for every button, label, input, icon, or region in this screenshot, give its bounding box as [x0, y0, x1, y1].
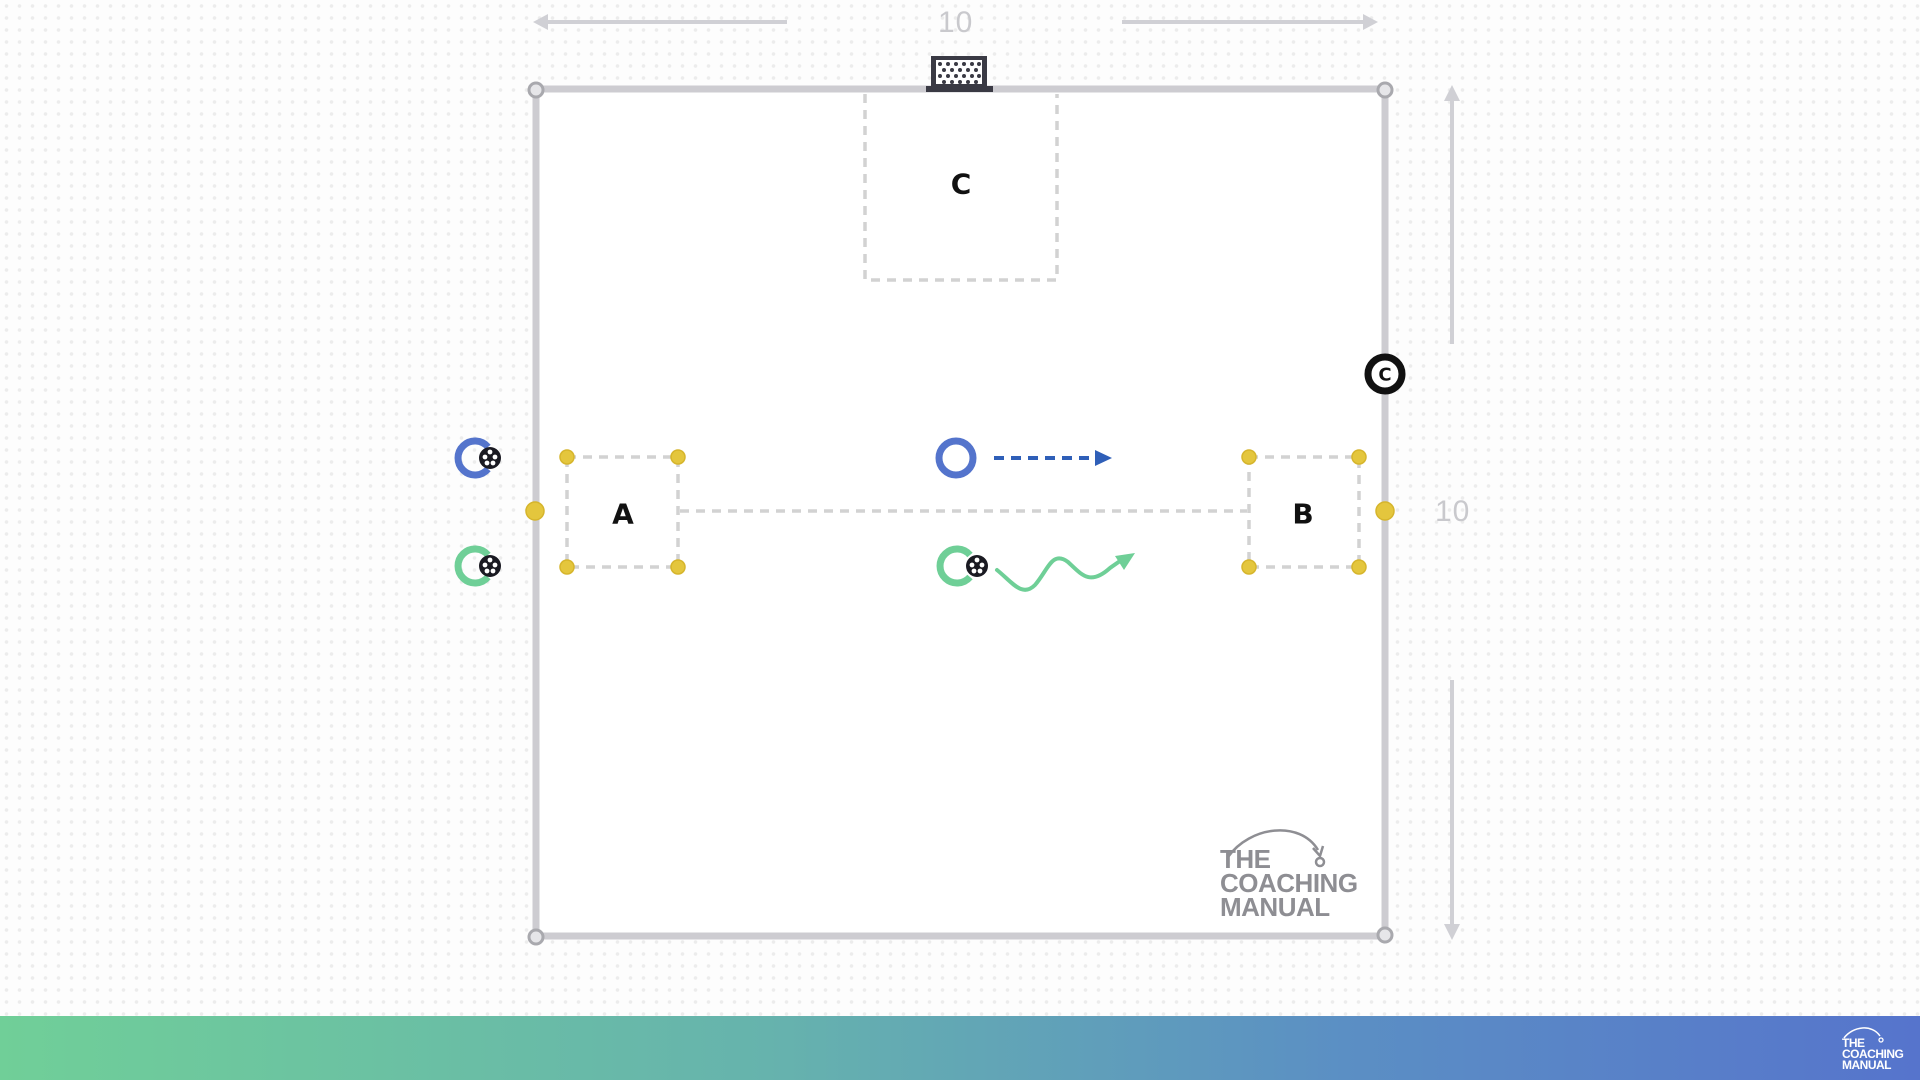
zone-a-label: A [612, 497, 634, 531]
footer-logo-line-3: MANUAL [1842, 1058, 1892, 1073]
width-dimension-label: 10 [938, 6, 974, 39]
green-player-with-ball-left [454, 545, 501, 587]
height-dimension-label: 10 [1435, 495, 1471, 528]
footer-logo-swoosh-icon [1843, 1027, 1884, 1043]
height-dimension-arrows [1444, 85, 1460, 940]
width-dimension-arrows [533, 14, 1378, 30]
footer-logo-line-1: THE [1842, 1036, 1865, 1050]
run-arrow-dashed [994, 450, 1112, 466]
dribble-arrow-wavy [995, 553, 1135, 592]
blue-player-center [935, 437, 977, 479]
footer-gradient-bar [0, 1016, 1920, 1080]
zone-c-label: C [950, 167, 972, 201]
goal-icon [926, 56, 993, 92]
footer-coaching-manual-logo: THE COACHING MANUAL [1842, 1036, 1904, 1073]
zone-b-label: B [1292, 497, 1314, 531]
zone-a-box [565, 455, 680, 569]
logo-line-3: MANUAL [1220, 891, 1330, 922]
green-player-with-ball-center [936, 545, 988, 587]
coach-marker-label: C [1378, 364, 1392, 386]
cone-markers [525, 449, 1395, 575]
zone-b-box [1247, 455, 1361, 569]
blue-player-with-ball-left [454, 437, 501, 479]
coaching-manual-logo: THE COACHING MANUAL [1220, 844, 1358, 922]
coach-icon [1364, 353, 1406, 395]
zone-c-box [863, 94, 1059, 282]
logo-line-1: THE [1220, 844, 1271, 874]
logo-swoosh-icon [1226, 829, 1326, 868]
footer-logo-line-2: COACHING [1842, 1047, 1904, 1062]
corner-markers [527, 81, 1394, 946]
logo-line-2: COACHING [1220, 867, 1358, 898]
